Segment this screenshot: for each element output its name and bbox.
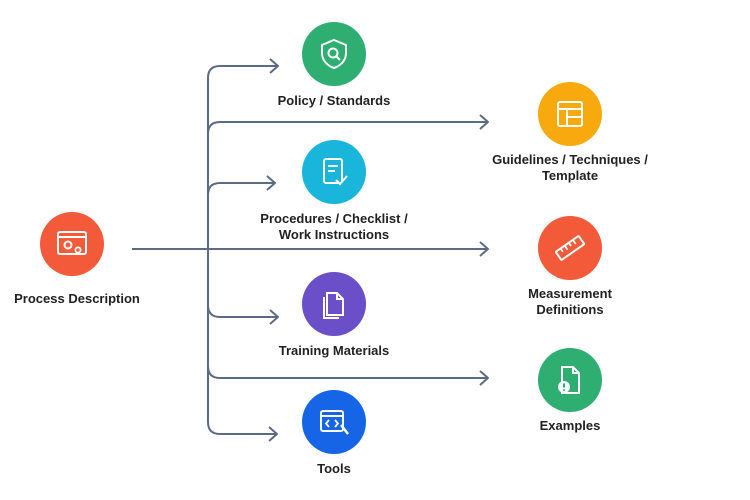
settings-window-icon xyxy=(57,231,87,255)
measurement-definitions-label: Measurement Definitions xyxy=(528,286,612,317)
policy-standards-label: Policy / Standards xyxy=(277,93,391,108)
branch-training-line xyxy=(207,304,278,318)
branch-policy-line xyxy=(207,65,278,79)
training-materials-node xyxy=(302,272,366,336)
template-icon xyxy=(557,101,583,127)
branch-tools-line xyxy=(207,421,277,435)
examples-node xyxy=(538,348,602,412)
checklist-icon xyxy=(323,158,348,186)
procedures-checklist-node xyxy=(302,140,366,204)
tools-node xyxy=(302,390,366,454)
procedures-checklist-label: Procedures / Checklist / Work Instructio… xyxy=(260,211,408,242)
guidelines-template-label: Guidelines / Techniques / Template xyxy=(492,152,648,183)
branch-guidelines-arrowhead xyxy=(479,114,489,130)
branch-measurement-arrowhead xyxy=(479,241,489,257)
branch-procedures-line xyxy=(207,182,275,196)
branch-examples-arrowhead xyxy=(479,370,489,386)
branch-guidelines-line xyxy=(207,121,488,135)
branch-examples-line xyxy=(207,365,488,379)
branch-procedures-arrowhead xyxy=(266,175,276,191)
tools-label: Tools xyxy=(317,461,351,476)
guidelines-template-node xyxy=(538,82,602,146)
process-description-node xyxy=(40,212,104,276)
examples-label: Examples xyxy=(539,418,601,433)
measurement-definitions-node xyxy=(538,216,602,280)
file-alert-icon xyxy=(558,366,580,394)
policy-standards-node xyxy=(302,22,366,86)
code-tools-icon xyxy=(320,410,349,435)
documents-icon xyxy=(323,292,344,319)
branch-training-arrowhead xyxy=(269,309,279,325)
shield-search-icon xyxy=(321,38,347,70)
ruler-icon xyxy=(555,235,585,261)
branch-policy-arrowhead xyxy=(269,58,279,74)
training-materials-label: Training Materials xyxy=(278,343,390,358)
branch-tools-arrowhead xyxy=(268,426,278,442)
process-description-label: Process Description xyxy=(14,291,140,306)
